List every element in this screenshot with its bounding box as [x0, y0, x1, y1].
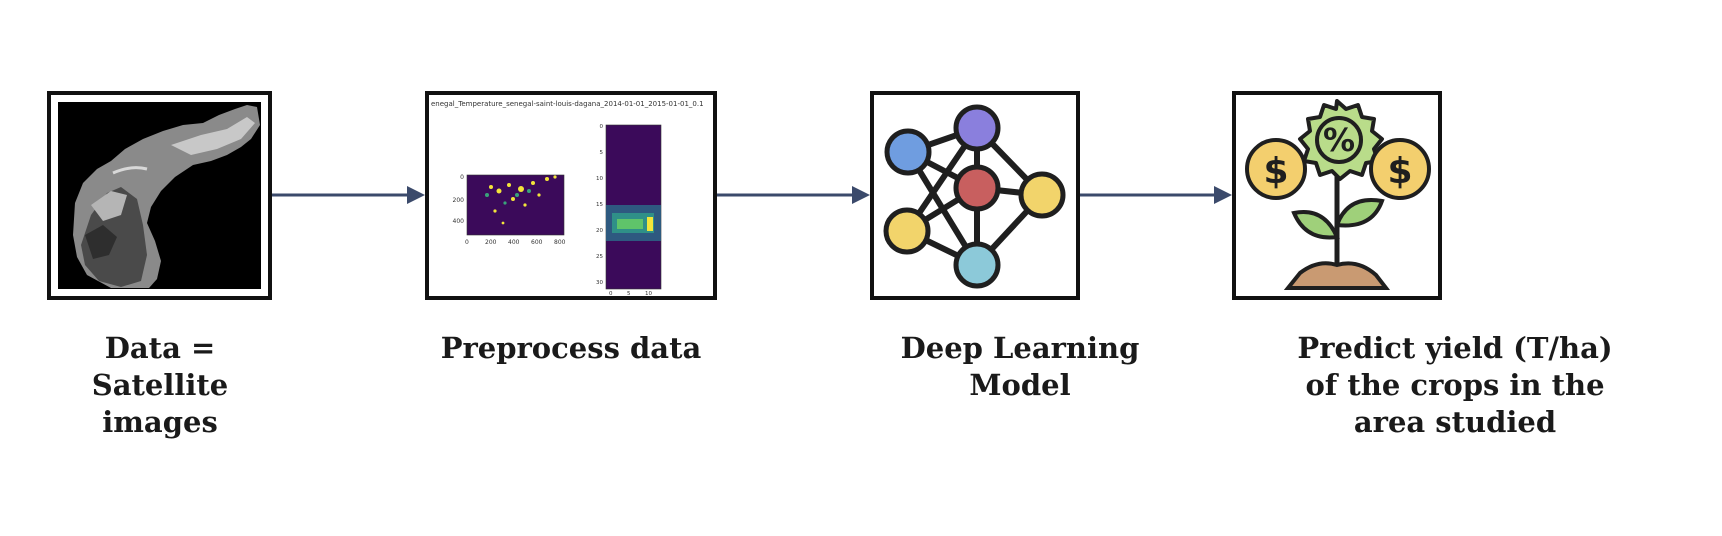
- svg-text:20: 20: [596, 228, 603, 234]
- svg-text:0: 0: [460, 174, 464, 181]
- network-icon-box: [870, 91, 1080, 300]
- map-y-ticks: 0 200 400: [453, 174, 465, 225]
- svg-text:$: $: [1387, 151, 1412, 192]
- caption-data: Data = Satellite images: [91, 331, 229, 439]
- svg-text:0: 0: [465, 239, 469, 246]
- satellite-image: [54, 98, 265, 293]
- svg-text:5: 5: [600, 150, 604, 156]
- svg-text:$: $: [1263, 151, 1288, 192]
- svg-text:200: 200: [453, 197, 465, 204]
- node-yellow-left: [883, 207, 931, 255]
- svg-text:10: 10: [596, 176, 603, 182]
- svg-text:5: 5: [627, 291, 631, 296]
- node-yellow-right: [1018, 171, 1066, 219]
- dollar-coin-left-icon: $: [1245, 138, 1307, 200]
- svg-text:800: 800: [554, 239, 566, 246]
- svg-text:600: 600: [531, 239, 543, 246]
- caption-preprocess: Preprocess data: [440, 331, 702, 365]
- svg-text:200: 200: [485, 239, 497, 246]
- plot-title: enegal_Temperature_senegal-saint-louis-d…: [431, 100, 704, 108]
- preprocess-plot-box: enegal_Temperature_senegal-saint-louis-d…: [425, 91, 717, 300]
- percent-symbol: %: [1323, 121, 1355, 159]
- map-hotspots: [489, 175, 557, 225]
- map-x-ticks: 0 200 400 600 800: [465, 239, 566, 246]
- node-purple: [953, 104, 1001, 152]
- svg-text:30: 30: [596, 280, 603, 286]
- caption-predict: Predict yield (T/ha) of the crops in the…: [1297, 331, 1613, 439]
- node-blue: [884, 128, 932, 176]
- svg-text:400: 400: [453, 218, 465, 225]
- svg-text:0: 0: [609, 291, 613, 296]
- neural-network-icon: [883, 104, 1066, 289]
- yield-growth-icon: % $ $: [1245, 99, 1431, 290]
- svg-text:15: 15: [596, 202, 603, 208]
- svg-text:400: 400: [508, 239, 520, 246]
- svg-text:10: 10: [645, 291, 652, 296]
- gear-icon: %: [1298, 99, 1384, 181]
- dollar-coin-right-icon: $: [1369, 138, 1431, 200]
- satellite-image-box: [47, 91, 272, 300]
- series-x-ticks: 0 5 10: [609, 291, 652, 296]
- node-red: [953, 164, 1001, 212]
- node-teal: [953, 241, 1001, 289]
- svg-text:0: 0: [600, 124, 604, 130]
- svg-text:25: 25: [596, 254, 603, 260]
- yield-icon-box: % $ $: [1232, 91, 1442, 300]
- preprocess-plot: enegal_Temperature_senegal-saint-louis-d…: [431, 100, 704, 296]
- caption-model: Deep Learning Model: [900, 331, 1140, 402]
- series-y-ticks: 0 5 10 15 20 25 30: [596, 124, 604, 286]
